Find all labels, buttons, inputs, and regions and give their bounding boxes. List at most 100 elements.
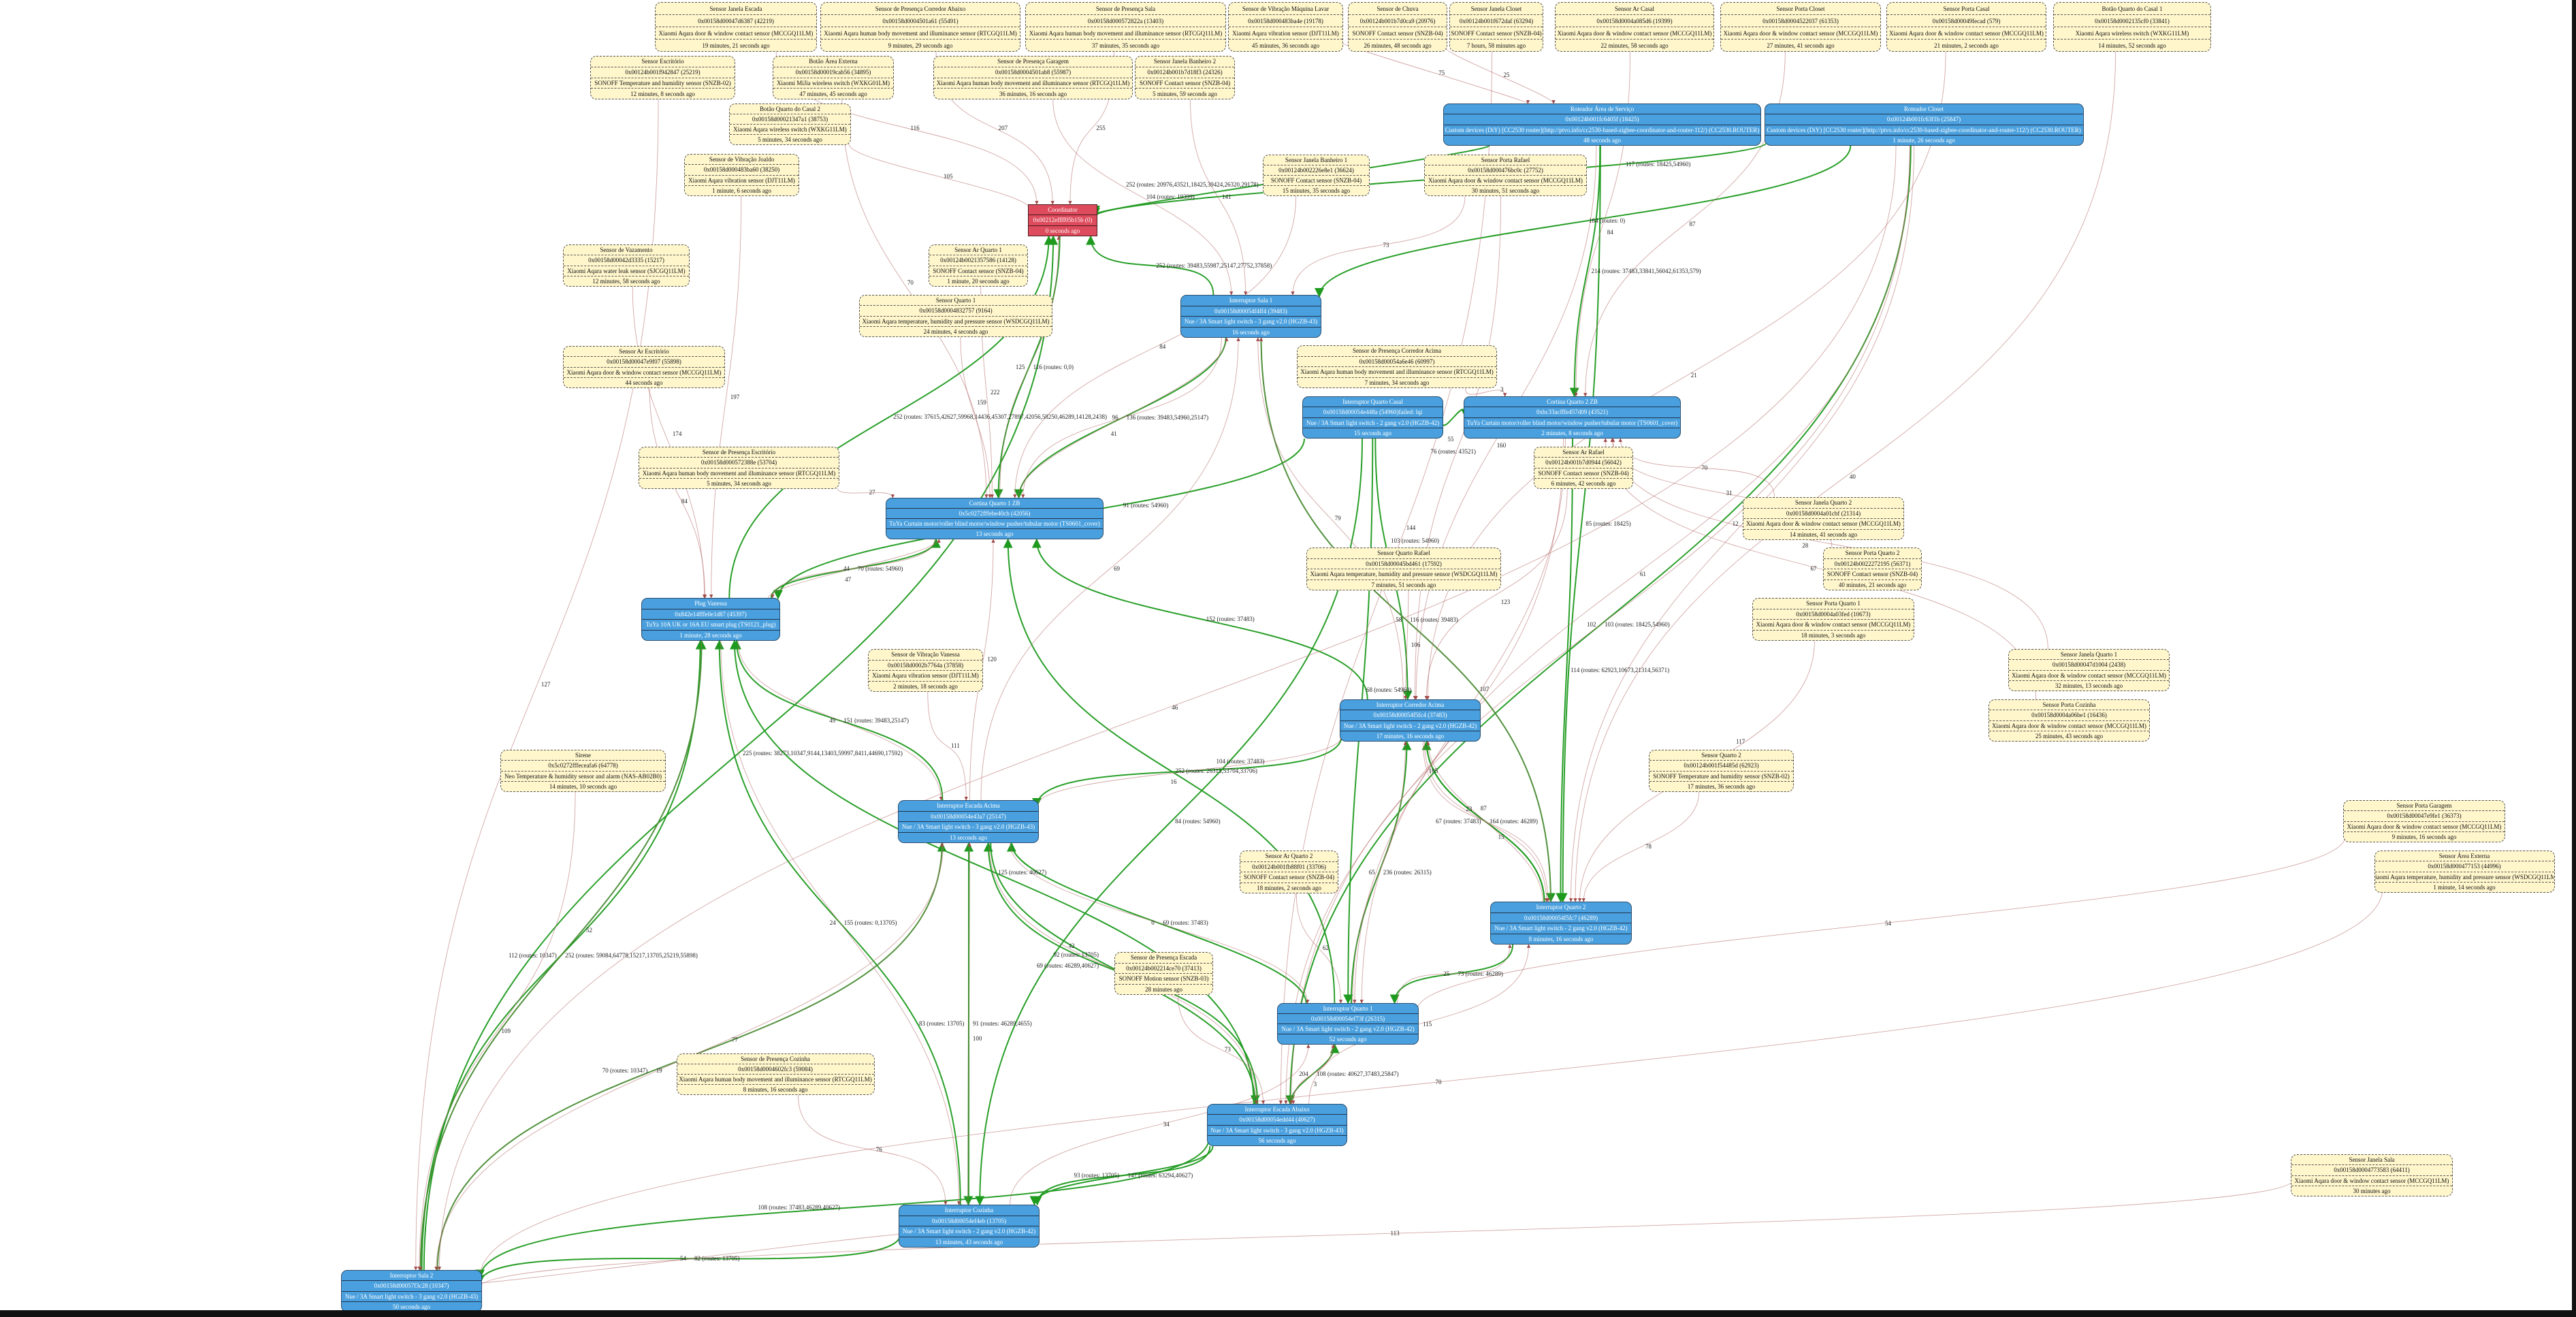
link-quality-label: 62	[1322, 945, 1329, 951]
link-edge	[632, 286, 707, 599]
link-edge	[1340, 42, 1530, 104]
device-ieee: 0x00124b0021357586 (14128)	[929, 255, 1027, 265]
link-edge	[437, 145, 1897, 1271]
device-last-seen: 17 minutes, 16 seconds ago	[1340, 730, 1480, 741]
link-quality-label: 105	[944, 172, 953, 180]
link-quality-label: 123	[1500, 599, 1511, 605]
link-quality-label: 159	[977, 398, 986, 406]
link-edge	[1352, 741, 1408, 1004]
device-model: Xiaomi Aqara door & window contact senso…	[2291, 1175, 2452, 1186]
device-last-seen: 9 minutes, 29 seconds ago	[821, 39, 1020, 51]
device-model: Xiaomi Aqara vibration sensor (DJT11LM)	[1229, 27, 1342, 39]
device-last-seen: 12 minutes, 8 seconds ago	[591, 88, 735, 99]
link-edge	[1177, 994, 1266, 1105]
device-last-seen: 26 minutes, 48 seconds ago	[1349, 39, 1447, 51]
link-quality-label: 84	[1607, 228, 1613, 236]
device-model: SONOFF Contact sensor (SNZB-04)	[1450, 27, 1543, 39]
device-last-seen: 5 minutes, 59 seconds ago	[1136, 88, 1234, 99]
device-model: Xiaomi Aqara door & window contact senso…	[2009, 669, 2169, 680]
link-quality-label: 82 (routes: 13705)	[694, 1254, 740, 1262]
link-edge	[649, 387, 707, 599]
route-edge	[475, 1137, 1210, 1280]
device-ieee: 0x00124b001b7d0944 (56042)	[1534, 457, 1632, 467]
device-model: Xiaomi Aqara door & window contact senso…	[1753, 619, 1914, 630]
device-name: Sensor Quarto 1	[935, 297, 976, 304]
link-quality-label: 174	[672, 430, 682, 437]
device-model: Xiaomi Aqara human body movement and ill…	[934, 77, 1132, 89]
device-ieee: 0x00158d0004602fc3 (59084)	[677, 1064, 874, 1074]
device-ieee: 0x00158d00047d1004 (2438)	[2009, 659, 2169, 669]
link-quality-label: 77	[731, 1036, 738, 1043]
device-name: Sensor Janela Quarto 2	[1794, 499, 1852, 507]
device-last-seen: 9 minutes, 16 seconds ago	[2344, 831, 2505, 842]
device-last-seen: 2 minutes, 18 seconds ago	[869, 680, 982, 692]
device-ieee: 0x00124b0022272195 (56371)	[1824, 558, 1921, 569]
device-model: SONOFF Contact sensor (SNZB-04)	[929, 265, 1027, 276]
link-quality-label: 40	[1849, 473, 1856, 480]
link-quality-label: 107	[1479, 685, 1490, 693]
device-model: Xiaomi Aqara human body movement and ill…	[677, 1074, 874, 1084]
device-name: Sensor Janela Escada	[709, 5, 762, 12]
link-quality-label: 111	[951, 742, 960, 749]
device-name: Sensor Janela Banheiro 2	[1153, 58, 1217, 65]
device-last-seen: 14 minutes, 10 seconds ago	[501, 780, 665, 791]
device-name: Interruptor Sala 2	[389, 1272, 434, 1280]
link-edge	[967, 842, 971, 1205]
